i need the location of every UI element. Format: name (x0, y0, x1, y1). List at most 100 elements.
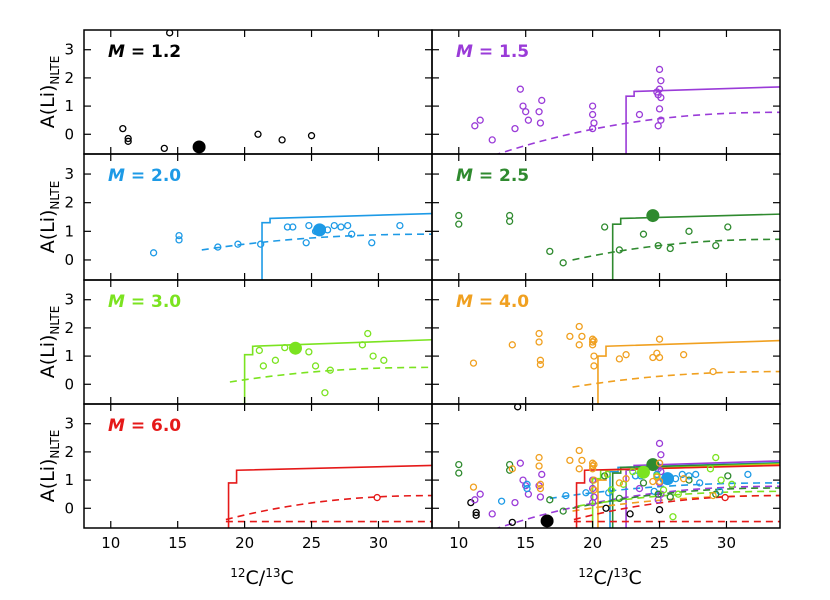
data-point (471, 496, 479, 504)
y-tick-label: 3 (64, 41, 74, 59)
data-point (607, 486, 616, 494)
data-point (678, 470, 686, 479)
x-label-end: C (280, 567, 293, 589)
data-point (655, 85, 664, 93)
mass-value: = 4.0 (473, 292, 529, 312)
highlight-point (646, 458, 660, 472)
data-point (344, 221, 352, 230)
data-point (588, 124, 597, 133)
y-tick-label: 3 (64, 165, 74, 183)
panel-1-1-content (455, 209, 780, 280)
model-track-dashed (229, 366, 432, 383)
x-label-sup1: 12 (230, 566, 245, 580)
data-point (724, 472, 732, 480)
data-point (590, 352, 598, 360)
y-label-sub: NLTE (48, 430, 62, 459)
mass-label: M = 2.5 (456, 166, 529, 186)
data-point (717, 476, 725, 484)
data-point (214, 243, 222, 251)
data-point (635, 110, 644, 119)
data-point (655, 459, 664, 467)
y-tick-label: 1 (64, 471, 74, 489)
data-point (524, 116, 533, 124)
panel-0-0-content (119, 30, 316, 154)
data-point (654, 490, 662, 498)
data-point (535, 108, 543, 116)
data-point (657, 116, 665, 124)
data-point (655, 65, 664, 74)
x-tick-label: 20 (235, 534, 254, 552)
data-point (508, 518, 516, 527)
data-point (575, 341, 583, 349)
y-axis-label: A(Li)NLTE (37, 181, 62, 254)
model-track-solid (625, 460, 780, 528)
data-point (629, 467, 637, 476)
data-point (373, 493, 381, 502)
model-track-dashed (495, 485, 780, 528)
x-label-sup2: 13 (265, 566, 280, 580)
mass-value: = 3.0 (125, 292, 181, 312)
y-label-sub: NLTE (48, 181, 62, 210)
data-point (575, 322, 583, 331)
data-point (559, 259, 567, 267)
data-point (364, 329, 372, 338)
data-point (659, 486, 668, 494)
mass-label: M = 1.2 (108, 42, 181, 62)
data-point (546, 496, 554, 504)
data-point (307, 132, 316, 140)
data-point (175, 231, 183, 240)
x-axis-label-left: 12C/13C (230, 566, 294, 589)
data-point (472, 508, 480, 517)
data-point (469, 483, 478, 491)
model-track-solid (227, 464, 432, 528)
data-point (234, 240, 242, 248)
x-tick-label: 10 (101, 534, 120, 552)
mass-label: M = 1.5 (456, 42, 529, 62)
data-point (588, 465, 597, 473)
data-point (124, 134, 132, 143)
mass-label: M = 3.0 (108, 292, 181, 312)
mass-value: = 6.0 (125, 416, 181, 436)
data-point (511, 124, 519, 133)
mass-symbol: M (108, 166, 125, 186)
data-point (369, 352, 377, 360)
data-point (358, 341, 367, 349)
mass-label: M = 6.0 (108, 416, 181, 436)
mass-label: M = 4.0 (456, 292, 529, 312)
data-point (590, 460, 598, 469)
model-track-solid (625, 86, 780, 154)
model-track-dashed (572, 238, 780, 261)
y-tick-label: 0 (64, 375, 74, 393)
data-point (311, 362, 320, 370)
data-point (575, 465, 583, 473)
data-point (302, 239, 310, 247)
data-point (546, 247, 554, 256)
y-tick-label: 0 (64, 499, 74, 517)
data-point (278, 136, 286, 144)
panel-1-3-content (455, 404, 780, 528)
y-label-main: A(Li) (37, 335, 59, 379)
y-axis-label: A(Li)NLTE (37, 56, 62, 129)
panels-grid: M = 1.2 M = 1.5M = 2.0 M = 2.5 M = 3.0 M = 4… (64, 29, 781, 552)
x-label-mid: C/ (246, 567, 266, 589)
data-point (476, 116, 484, 124)
data-point (380, 356, 388, 364)
mass-value: = 2.0 (125, 166, 181, 186)
x-tick-label: 30 (369, 534, 388, 552)
data-point (538, 96, 546, 105)
model-track-dashed (572, 370, 780, 388)
data-point (582, 489, 590, 497)
x-tick-label: 15 (516, 534, 535, 552)
model-track-solid (597, 339, 780, 404)
data-point (259, 362, 268, 370)
x-tick-label: 10 (449, 534, 468, 552)
data-point (519, 476, 527, 484)
data-point (639, 230, 648, 238)
data-point (523, 480, 531, 488)
y-axis-label: A(Li)NLTE (37, 430, 62, 503)
y-tick-label: 1 (64, 222, 74, 240)
data-point (516, 459, 524, 467)
data-point (635, 484, 644, 493)
data-point (590, 486, 598, 494)
data-point (588, 341, 597, 349)
